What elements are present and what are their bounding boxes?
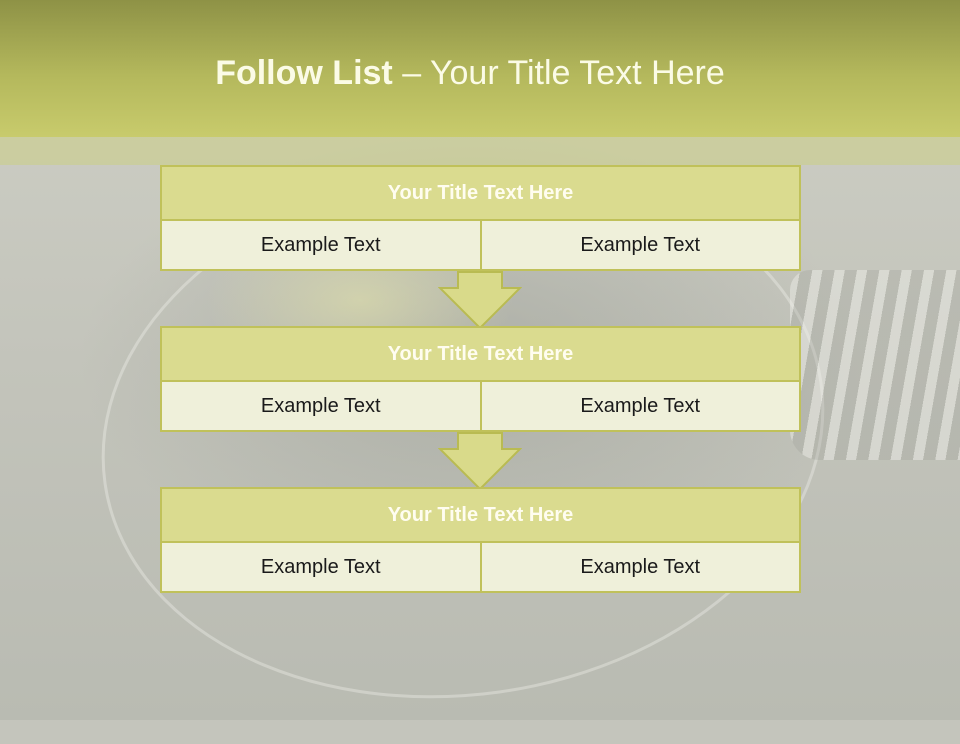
step-title: Your Title Text Here <box>160 326 801 382</box>
step-row: Example Text Example Text <box>160 221 801 271</box>
slide-title: Follow List – Your Title Text Here <box>0 54 940 93</box>
step-cell-right: Example Text <box>479 382 800 430</box>
step-block-2: Your Title Text Here Example Text Exampl… <box>160 326 801 432</box>
step-cell-right: Example Text <box>479 221 800 269</box>
step-cell-left: Example Text <box>260 233 381 256</box>
step-cell-left: Example Text <box>260 555 381 578</box>
step-block-1: Your Title Text Here Example Text Exampl… <box>160 165 801 271</box>
down-arrow-icon <box>438 271 522 330</box>
slide-title-bold: Follow List <box>215 54 393 92</box>
title-bar-band <box>0 137 960 165</box>
bulb-thread <box>790 270 960 460</box>
step-row: Example Text Example Text <box>160 543 801 593</box>
step-block-3: Your Title Text Here Example Text Exampl… <box>160 487 801 593</box>
title-bar <box>0 0 960 137</box>
step-cell-right: Example Text <box>479 543 800 591</box>
slide-title-rest: – Your Title Text Here <box>402 54 725 92</box>
down-arrow-icon <box>438 432 522 491</box>
step-title: Your Title Text Here <box>160 165 801 221</box>
step-title: Your Title Text Here <box>160 487 801 543</box>
step-cell-left: Example Text <box>260 394 381 417</box>
step-row: Example Text Example Text <box>160 382 801 432</box>
